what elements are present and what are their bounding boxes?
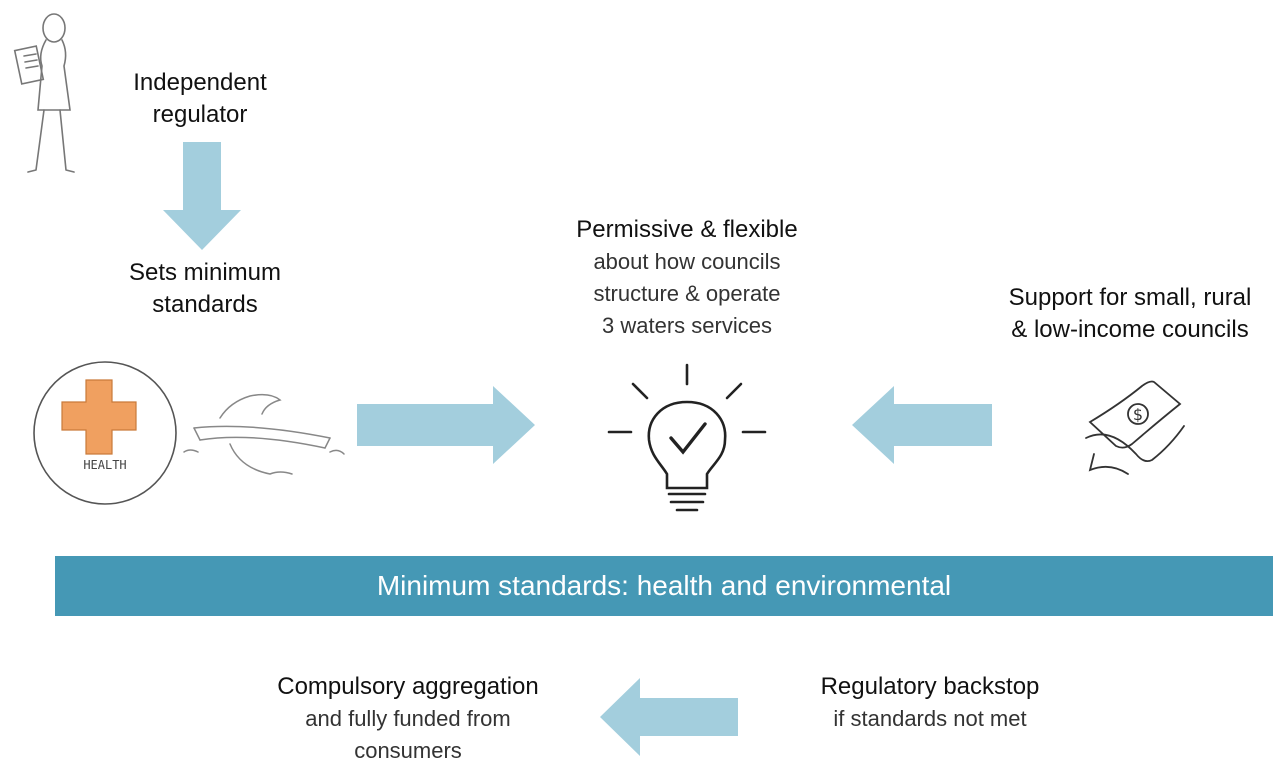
sets-standards-label: Sets minimum standards [128,259,282,318]
aggregation-label: Compulsory aggregation and fully funded … [277,673,539,763]
minimum-standards-band: Minimum standards: health and environmen… [55,556,1273,616]
arrow-left-bottom-icon [600,678,738,756]
health-label: HEALTH [83,458,127,472]
money-bill-icon: $ [1085,380,1185,475]
regulator-label: Independent regulator [133,69,267,128]
arrow-right-icon [357,386,535,464]
dollar-sign: $ [1133,405,1143,424]
arrow-down-icon [163,142,241,250]
regulator-figure-icon [13,13,75,173]
arrow-left-icon [852,386,992,464]
band-label: Minimum standards: health and environmen… [376,570,952,601]
support-label: Support for small, rural & low-income co… [1008,284,1252,343]
lightbulb-check-icon [607,363,767,512]
health-circle-icon [33,361,177,505]
fish-environment-icon [183,393,345,475]
permissive-label: Permissive & flexible about how councils… [576,216,798,338]
backstop-label: Regulatory backstop if standards not met [820,673,1040,731]
